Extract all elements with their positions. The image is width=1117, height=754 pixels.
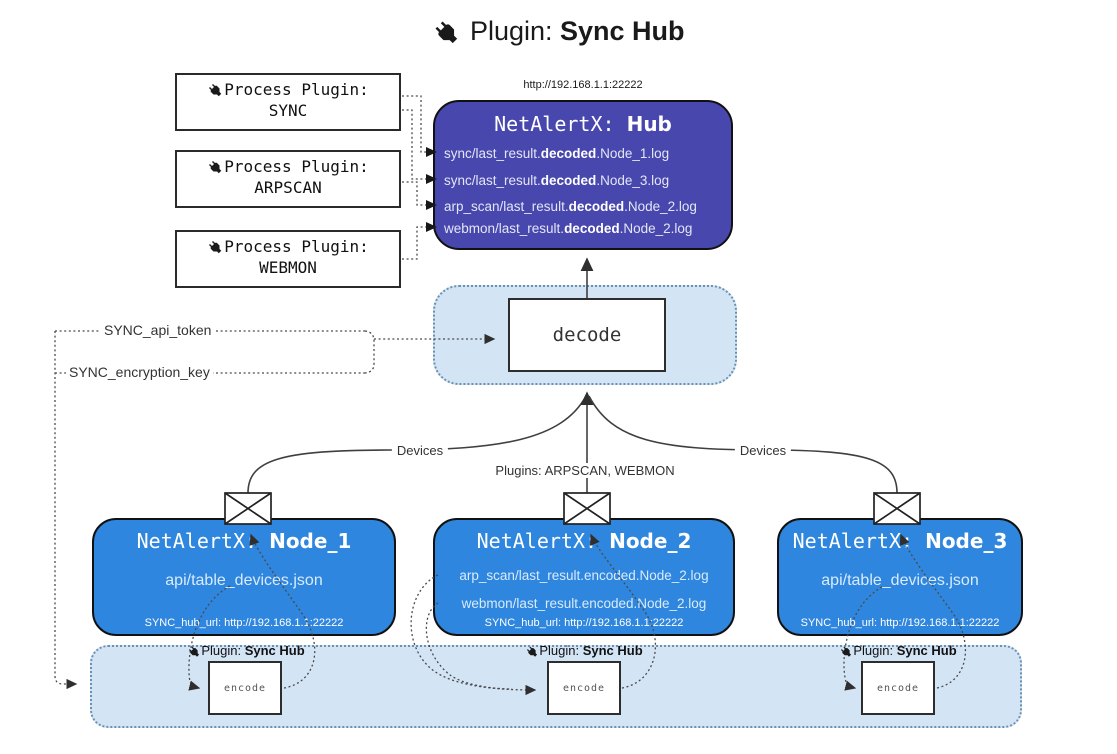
- process-plugin-name: ARPSCAN: [254, 178, 322, 197]
- node-title-name: Node_2: [609, 529, 692, 553]
- process-plugin-label: Process Plugin:: [224, 237, 369, 256]
- encode-box: encode: [547, 661, 621, 715]
- process-plugin-label: Process Plugin:: [224, 157, 369, 176]
- node-title-prefix: NetAlertX:: [136, 529, 270, 553]
- node-file-line: arp_scan/last_result.encoded.Node_2.log: [459, 568, 709, 583]
- sync-api-token-label: SYNC_api_token: [101, 322, 215, 338]
- node-footer: SYNC_hub_url: http://192.168.1.1:22222: [484, 617, 684, 629]
- hub-log-line: sync/last_result.decoded.Node_3.log: [444, 173, 670, 188]
- edge-label-devices-right: Devices: [734, 443, 792, 458]
- edge-webmon-to-hub: [402, 226, 426, 260]
- node-3-box: NetAlertX: Node_3 api/table_devices.json…: [777, 518, 1023, 636]
- edge-sync-to-hub-2: [402, 109, 426, 180]
- edge-config-join: [364, 330, 375, 374]
- hub-url: http://192.168.1.1:22222: [523, 79, 643, 91]
- title-prefix: Plugin:: [469, 16, 561, 46]
- node-title-prefix: NetAlertX:: [476, 529, 610, 553]
- hub-title-prefix: NetAlertX:: [494, 112, 627, 136]
- process-plugin-label: Process Plugin:: [224, 80, 369, 99]
- node-title-name: Node_1: [269, 529, 352, 553]
- node-title-name: Node_3: [925, 529, 1008, 553]
- node-title-prefix: NetAlertX:: [792, 529, 926, 553]
- process-plugin-name: WEBMON: [259, 258, 317, 277]
- decode-box: decode: [508, 298, 666, 372]
- plugin-sync-hub-label: Plugin: Sync Hub: [187, 643, 305, 659]
- node-footer: SYNC_hub_url: http://192.168.1.1:22222: [800, 617, 1000, 629]
- node-2-box: NetAlertX: Node_2 arp_scan/last_result.e…: [433, 518, 735, 636]
- node-footer: SYNC_hub_url: http://192.168.1.1:22222: [144, 617, 344, 629]
- node-file-line: api/table_devices.json: [821, 572, 979, 589]
- process-plugin-sync: Process Plugin: SYNC: [175, 73, 401, 131]
- hub-log-line: arp_scan/last_result.decoded.Node_2.log: [444, 199, 697, 214]
- edge-label-plugins: Plugins: ARPSCAN, WEBMON: [490, 463, 680, 478]
- plugin-sync-hub-label: Plugin: Sync Hub: [839, 643, 957, 659]
- edge-arpscan-to-hub: [402, 181, 426, 206]
- process-plugin-arpscan: Process Plugin: ARPSCAN: [175, 150, 401, 208]
- plug-icon: [426, 12, 468, 54]
- node-file-line: webmon/last_result.encoded.Node_2.log: [461, 596, 707, 611]
- encode-box: encode: [861, 661, 935, 715]
- process-plugin-name: SYNC: [268, 101, 308, 120]
- plugin-sync-hub-label: Plugin: Sync Hub: [525, 643, 643, 659]
- edge-sync-to-hub-1: [402, 95, 426, 153]
- node-file-line: api/table_devices.json: [165, 572, 323, 589]
- title-name: Sync Hub: [560, 16, 685, 46]
- hub-title-name: Hub: [626, 112, 672, 136]
- sync-encryption-key-label: SYNC_encryption_key: [66, 364, 213, 380]
- edge-config-to-encode-bar: [54, 331, 78, 690]
- encode-box: encode: [208, 661, 282, 715]
- hub-box: NetAlertX: Hub sync/last_result.decoded.…: [433, 100, 733, 250]
- process-plugin-webmon: Process Plugin: WEBMON: [175, 230, 401, 288]
- edge-label-devices-left: Devices: [391, 443, 449, 458]
- node-1-box: NetAlertX: Node_1 api/table_devices.json…: [92, 518, 396, 636]
- page-title: Plugin: Sync Hub: [0, 16, 1117, 48]
- hub-log-line: webmon/last_result.decoded.Node_2.log: [444, 221, 693, 236]
- hub-log-line: sync/last_result.decoded.Node_1.log: [444, 146, 670, 161]
